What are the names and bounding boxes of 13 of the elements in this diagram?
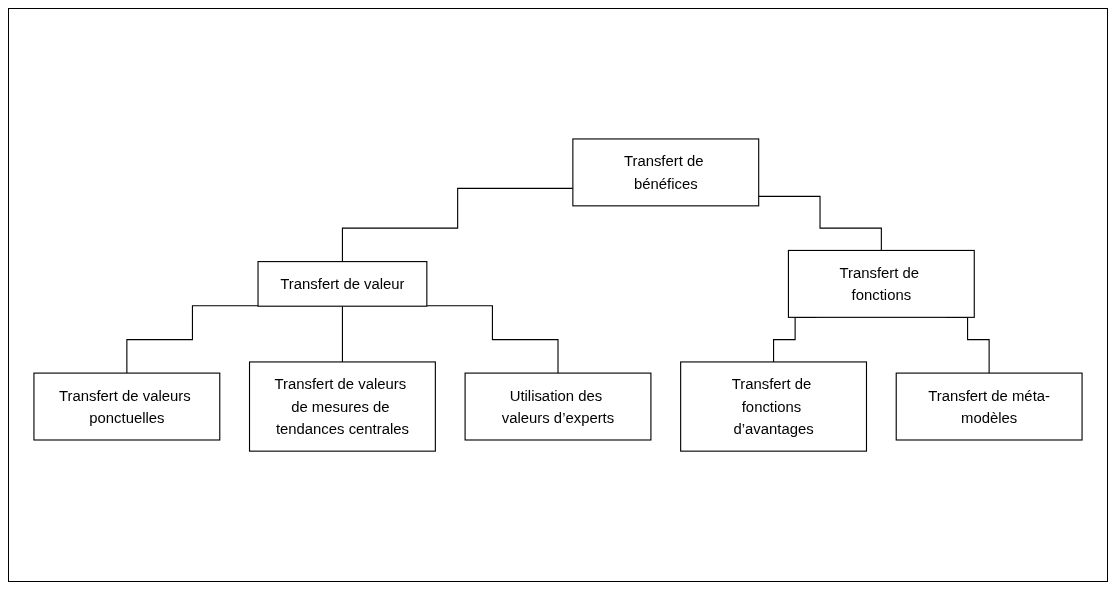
node-box [572, 138, 760, 207]
connector [126, 305, 259, 374]
diagram-frame: Transfert de bénéfices Transfert de valeur Transfert de fonctions Transfert de valeurs ponctuelles Utilisation des valeurs d’experts Transfert de valeurs de mesures de tendances centrales Transfert de fonctions d’avantages Transfert de méta-modèles [8, 8, 1108, 582]
connector [341, 305, 343, 363]
node-box [248, 361, 436, 452]
connector [758, 195, 882, 251]
node-box [464, 372, 652, 441]
node-box [680, 361, 868, 452]
node-box [33, 372, 221, 441]
node-box [787, 249, 975, 318]
connector [426, 305, 559, 374]
node-box [895, 372, 1083, 441]
node-box [257, 261, 428, 307]
